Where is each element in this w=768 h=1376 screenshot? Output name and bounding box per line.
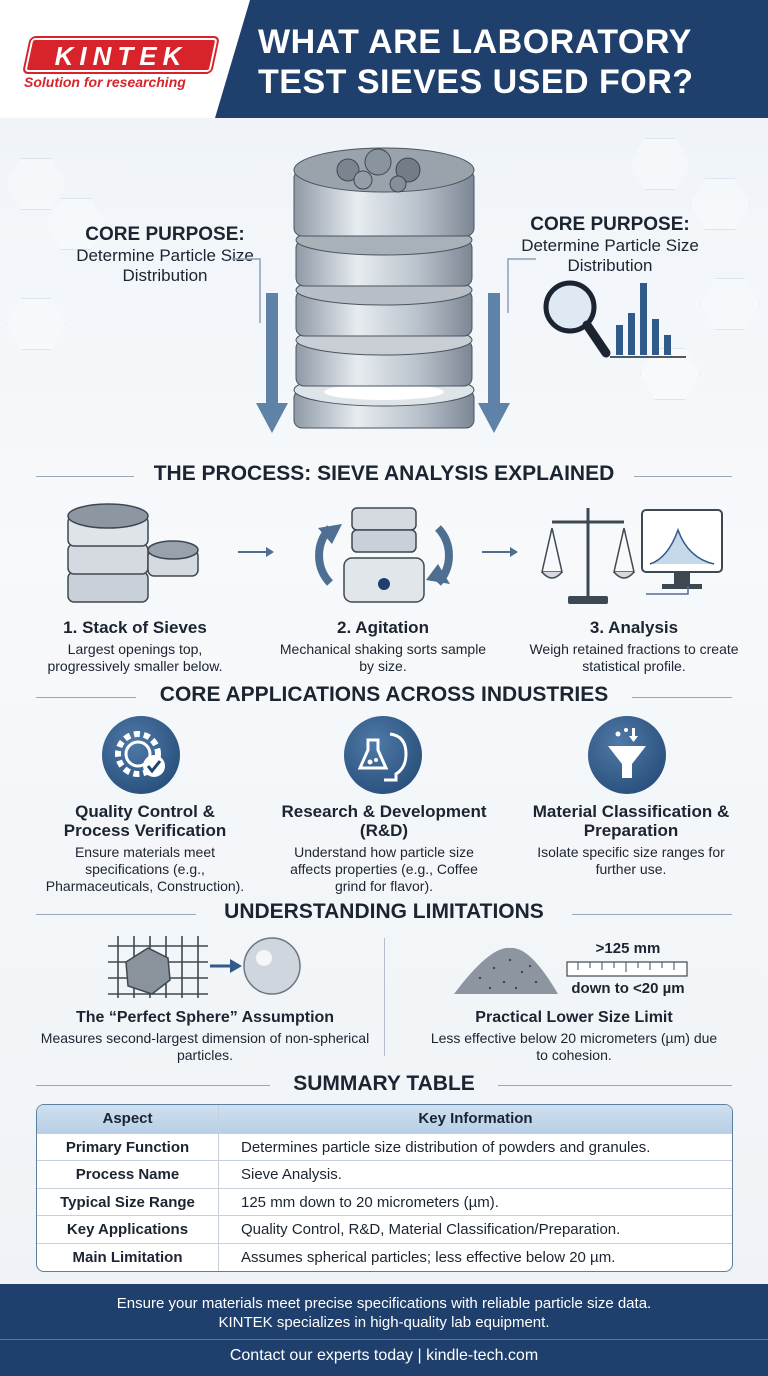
limitation-title: Practical Lower Size Limit bbox=[475, 1009, 673, 1026]
process-step-2: 2. Agitation Mechanical shaking sorts sa… bbox=[278, 618, 488, 675]
table-cell-aspect: Process Name bbox=[37, 1161, 219, 1188]
hex-decor bbox=[700, 278, 760, 330]
application-desc: Ensure materials meet specifications (e.… bbox=[45, 844, 245, 894]
hex-decor bbox=[630, 138, 690, 190]
hex-decor bbox=[6, 158, 66, 210]
application-desc: Understand how particle size affects pro… bbox=[290, 844, 478, 894]
application-classification: Material Classification & Preparation Is… bbox=[526, 802, 736, 878]
table-cell-aspect: Key Applications bbox=[37, 1216, 219, 1243]
quality-gear-icon bbox=[102, 716, 180, 794]
limitations-heading: UNDERSTANDING LIMITATIONS bbox=[0, 900, 768, 928]
summary-table: Aspect Key Information Primary Function … bbox=[36, 1104, 733, 1272]
sphere-mesh-icon bbox=[108, 936, 301, 998]
footer: Ensure your materials meet precise speci… bbox=[0, 1284, 768, 1376]
sieve-stack-small-icon bbox=[67, 503, 199, 603]
limitation-title: The “Perfect Sphere” Assumption bbox=[75, 1009, 335, 1026]
core-purpose-text: Determine Particle Size Distribution bbox=[521, 236, 699, 275]
process-step-title: 2. Agitation bbox=[337, 618, 429, 637]
powder-pile-icon bbox=[454, 947, 558, 994]
core-purpose-heading: CORE PURPOSE: bbox=[530, 214, 690, 235]
hex-decor bbox=[690, 178, 750, 230]
application-title: Research & Development (R&D) bbox=[281, 802, 487, 840]
table-cell-aspect: Primary Function bbox=[37, 1133, 219, 1161]
scale-monitor-icon bbox=[541, 508, 723, 604]
limitation-size: Practical Lower Size Limit Less effectiv… bbox=[424, 1009, 724, 1064]
limitation-desc: Less effective below 20 micrometers (µm)… bbox=[430, 1030, 718, 1063]
table-cell-info: Determines particle size distribution of… bbox=[241, 1138, 651, 1156]
down-arrow-icon bbox=[478, 258, 536, 433]
process-step-3: 3. Analysis Weigh retained fractions to … bbox=[524, 618, 744, 675]
limitations-divider bbox=[384, 938, 385, 1056]
table-cell-info: Quality Control, R&D, Material Classific… bbox=[241, 1221, 621, 1239]
table-header-row: Aspect Key Information bbox=[37, 1105, 732, 1133]
core-purpose-heading: CORE PURPOSE: bbox=[85, 224, 245, 245]
hex-decor bbox=[46, 198, 106, 250]
process-step-desc: Mechanical shaking sorts sample by size. bbox=[279, 641, 487, 674]
table-cell-info: Sieve Analysis. bbox=[241, 1166, 342, 1184]
application-title: Quality Control & Process Verification bbox=[63, 802, 227, 840]
table-row: Process Name Sieve Analysis. bbox=[37, 1160, 732, 1188]
right-arrow-icon bbox=[238, 547, 274, 557]
table-cell-aspect: Typical Size Range bbox=[37, 1188, 219, 1216]
process-step-desc: Largest openings top, progressively smal… bbox=[47, 641, 223, 674]
hex-decor bbox=[6, 298, 66, 350]
process-step-title: 1. Stack of Sieves bbox=[63, 618, 207, 637]
process-heading: THE PROCESS: SIEVE ANALYSIS EXPLAINED bbox=[0, 462, 768, 490]
process-step-desc: Weigh retained fractions to create stati… bbox=[529, 641, 739, 674]
header: KINTEK Solution for researching WHAT ARE… bbox=[0, 0, 768, 118]
table-row: Main Limitation Assumes spherical partic… bbox=[37, 1242, 732, 1271]
research-flask-icon bbox=[344, 716, 422, 794]
core-purpose-text: Determine Particle Size Distribution bbox=[76, 246, 254, 285]
scale-top-label: >125 mm bbox=[595, 940, 661, 957]
page-title: WHAT ARE LABORATORY TEST SIEVES USED FOR… bbox=[258, 23, 694, 101]
sieve-stack-icon bbox=[293, 147, 475, 429]
hero-section: CORE PURPOSE: Determine Particle Size Di… bbox=[0, 118, 768, 448]
table-cell-info: Assumes spherical particles; less effect… bbox=[241, 1248, 616, 1266]
table-row: Key Applications Quality Control, R&D, M… bbox=[37, 1215, 732, 1243]
table-header-aspect: Aspect bbox=[37, 1105, 219, 1133]
applications-heading-text: CORE APPLICATIONS ACROSS INDUSTRIES bbox=[159, 683, 609, 706]
process-step-title: 3. Analysis bbox=[589, 618, 679, 637]
application-desc: Isolate specific size ranges for further… bbox=[537, 844, 725, 877]
limitation-sphere: The “Perfect Sphere” Assumption Measures… bbox=[40, 1009, 370, 1064]
summary-heading-text: SUMMARY TABLE bbox=[293, 1072, 475, 1095]
filter-funnel-icon bbox=[588, 716, 666, 794]
scale-bottom-label: down to <20 µm bbox=[571, 980, 685, 997]
applications-heading: CORE APPLICATIONS ACROSS INDUSTRIES bbox=[0, 683, 768, 711]
process-step-1: 1. Stack of Sieves Largest openings top,… bbox=[30, 618, 240, 675]
shaker-icon bbox=[315, 507, 453, 603]
table-header-info: Key Information bbox=[418, 1110, 533, 1127]
table-row: Primary Function Determines particle siz… bbox=[37, 1132, 732, 1161]
table-row: Typical Size Range 125 mm down to 20 mic… bbox=[37, 1187, 732, 1216]
core-purpose-right: CORE PURPOSE: Determine Particle Size Di… bbox=[515, 214, 705, 276]
limitation-desc: Measures second-largest dimension of non… bbox=[40, 1030, 370, 1063]
limitations-heading-text: UNDERSTANDING LIMITATIONS bbox=[224, 900, 544, 923]
footer-line-1: Ensure your materials meet precise speci… bbox=[116, 1295, 652, 1312]
logo-tagline: Solution for researching bbox=[24, 74, 186, 90]
right-arrow-icon bbox=[482, 547, 518, 557]
table-cell-aspect: Main Limitation bbox=[37, 1243, 219, 1271]
down-arrow-icon bbox=[232, 258, 288, 433]
contact-link[interactable]: Contact our experts today | kindle-tech.… bbox=[229, 1347, 539, 1364]
table-cell-info: 125 mm down to 20 micrometers (µm). bbox=[241, 1193, 499, 1211]
footer-line-2: KINTEK specializes in high-quality lab e… bbox=[218, 1314, 550, 1331]
application-title: Material Classification & Preparation bbox=[532, 802, 730, 840]
logo-text[interactable]: KINTEK bbox=[54, 41, 188, 71]
footer-divider bbox=[0, 1339, 768, 1340]
core-purpose-left: CORE PURPOSE: Determine Particle Size Di… bbox=[70, 224, 260, 286]
magnifier-chart-icon bbox=[543, 280, 686, 358]
ruler-icon bbox=[566, 961, 688, 977]
application-quality-control: Quality Control & Process Verification E… bbox=[40, 802, 250, 895]
summary-heading: SUMMARY TABLE bbox=[0, 1072, 768, 1098]
footer-message: Ensure your materials meet precise speci… bbox=[0, 1294, 768, 1332]
application-research: Research & Development (R&D) Understand … bbox=[278, 802, 490, 895]
process-heading-text: THE PROCESS: SIEVE ANALYSIS EXPLAINED bbox=[153, 462, 615, 485]
